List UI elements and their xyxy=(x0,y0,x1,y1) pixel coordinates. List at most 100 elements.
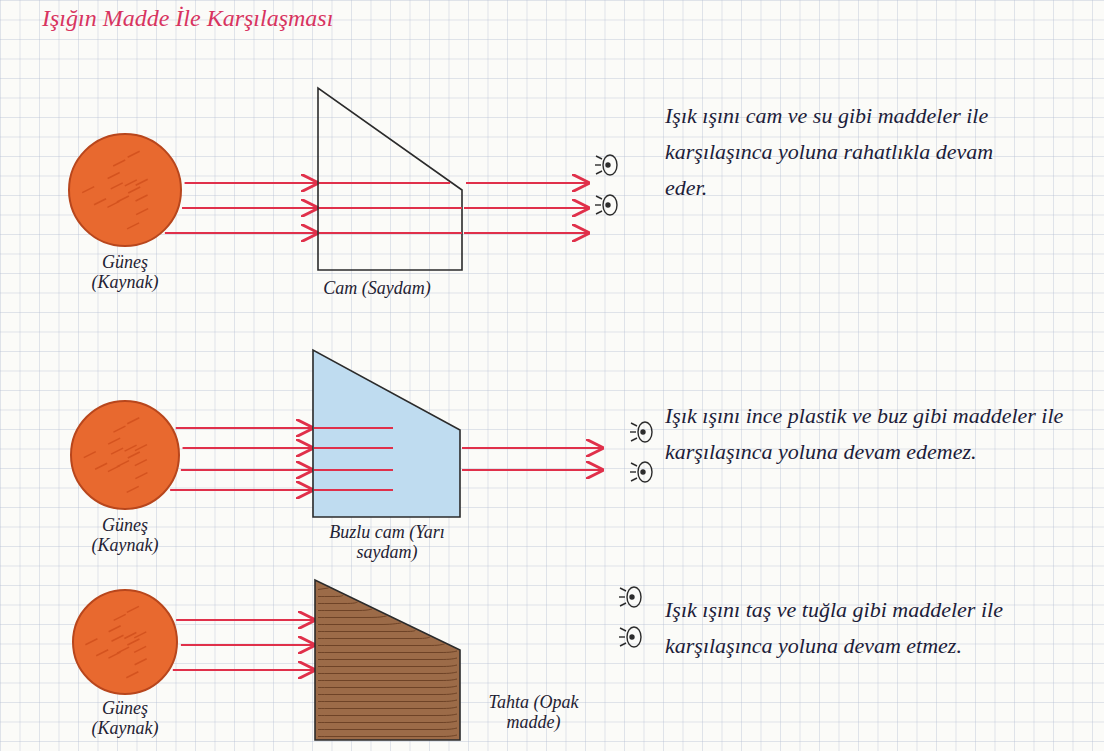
wood-grain xyxy=(318,735,457,737)
light-ray xyxy=(173,669,314,671)
crayon-stroke xyxy=(108,652,120,658)
material-outline xyxy=(318,88,462,270)
wood-grain xyxy=(318,693,457,695)
crayon-stroke xyxy=(128,187,140,193)
crayon-stroke xyxy=(113,426,125,432)
wood-grain xyxy=(318,637,430,639)
wood-grain xyxy=(318,714,457,716)
light-ray xyxy=(314,469,393,471)
node-shape xyxy=(69,399,181,511)
light-ray xyxy=(464,207,588,209)
crayon-stroke xyxy=(111,183,123,189)
node-shape xyxy=(315,580,460,740)
light-ray xyxy=(176,619,314,621)
description-text: Işık ışını ince plastik ve buz gibi madd… xyxy=(665,398,1085,470)
crayon-stroke xyxy=(94,199,106,205)
wood-grain xyxy=(318,595,343,597)
light-ray xyxy=(314,427,393,429)
material-block: Buzlu cam (Yarı saydam) xyxy=(313,350,460,517)
crayon-stroke xyxy=(127,639,139,645)
sun-source: Güneş (Kaynak) xyxy=(67,132,183,248)
light-ray xyxy=(319,232,462,234)
wood-grain xyxy=(318,623,401,625)
eye-symbol xyxy=(619,587,641,607)
light-ray xyxy=(462,469,602,471)
wood-grain xyxy=(318,728,457,730)
crayon-stroke xyxy=(109,626,121,632)
wood-grain xyxy=(318,686,457,688)
sun-source: Güneş (Kaynak) xyxy=(71,588,179,696)
crayon-stroke xyxy=(108,172,120,178)
light-ray xyxy=(319,182,450,184)
wood-grain xyxy=(318,651,457,653)
wood-grain xyxy=(318,721,457,723)
light-ray xyxy=(181,644,314,646)
wood-grain xyxy=(318,658,457,660)
wood-grain xyxy=(318,602,358,604)
crayon-stroke xyxy=(113,160,125,166)
crayon-stroke xyxy=(136,195,148,201)
material-outline xyxy=(315,580,460,740)
eye-symbol xyxy=(630,462,652,482)
node-shape xyxy=(313,350,460,517)
crayon-stroke xyxy=(136,209,148,215)
light-ray xyxy=(185,182,317,184)
light-ray xyxy=(183,447,312,449)
crayon-stroke xyxy=(128,151,140,157)
eyes xyxy=(595,155,652,647)
sun-circle xyxy=(71,401,179,509)
crayon-stroke xyxy=(134,646,146,652)
crayon-stroke xyxy=(126,672,138,678)
crayon-stroke xyxy=(128,452,140,458)
node-shape xyxy=(318,88,462,270)
material-block: Cam (Saydam) xyxy=(318,88,462,270)
wood-grain xyxy=(318,679,457,681)
light-ray xyxy=(170,489,312,491)
crayon-stroke xyxy=(84,452,96,458)
node-shape xyxy=(71,588,179,696)
sun-source: Güneş (Kaynak) xyxy=(69,399,181,511)
node-label: Güneş (Kaynak) xyxy=(75,698,175,738)
wood-grain xyxy=(318,609,372,611)
light-ray xyxy=(314,489,393,491)
crayon-stroke xyxy=(135,659,147,665)
light-ray xyxy=(165,232,317,234)
node-label: Güneş (Kaynak) xyxy=(75,515,175,555)
wood-grain xyxy=(318,630,416,632)
crayon-stroke xyxy=(96,650,108,656)
sun-circle xyxy=(69,134,181,246)
crayon-stroke xyxy=(125,445,137,451)
wood-grain xyxy=(318,672,457,674)
exit-rays xyxy=(462,183,602,470)
material-outline xyxy=(313,350,460,517)
eye-symbol xyxy=(595,155,617,175)
description-text: Işık ışını taş ve tuğla gibi maddeler il… xyxy=(665,592,1085,664)
light-ray xyxy=(464,232,588,234)
light-ray xyxy=(181,469,312,471)
crayon-stroke xyxy=(82,187,94,193)
crayon-stroke xyxy=(125,180,137,186)
crayon-stroke xyxy=(108,466,120,472)
wood-grain xyxy=(318,644,445,646)
wood-grain xyxy=(318,616,387,618)
crayon-stroke xyxy=(134,632,146,638)
eye-symbol xyxy=(619,627,641,647)
sun-circle xyxy=(73,590,177,694)
node-shape xyxy=(67,132,183,248)
crayon-stroke xyxy=(111,635,123,641)
crayon-stroke xyxy=(111,448,123,454)
eye-symbol xyxy=(595,195,617,215)
light-ray xyxy=(466,182,588,184)
crayon-stroke xyxy=(127,486,139,492)
wood-grain xyxy=(318,665,457,667)
crayon-stroke xyxy=(127,223,139,229)
title: Işığın Madde İle Karşılaşması xyxy=(42,4,333,32)
node-label: Buzlu cam (Yarı saydam) xyxy=(317,522,457,562)
crayon-stroke xyxy=(135,445,147,451)
description-text: Işık ışını cam ve su gibi maddeler ile k… xyxy=(665,98,1025,206)
crayon-stroke xyxy=(95,463,107,469)
light-ray xyxy=(182,207,317,209)
crayon-stroke xyxy=(127,418,139,424)
